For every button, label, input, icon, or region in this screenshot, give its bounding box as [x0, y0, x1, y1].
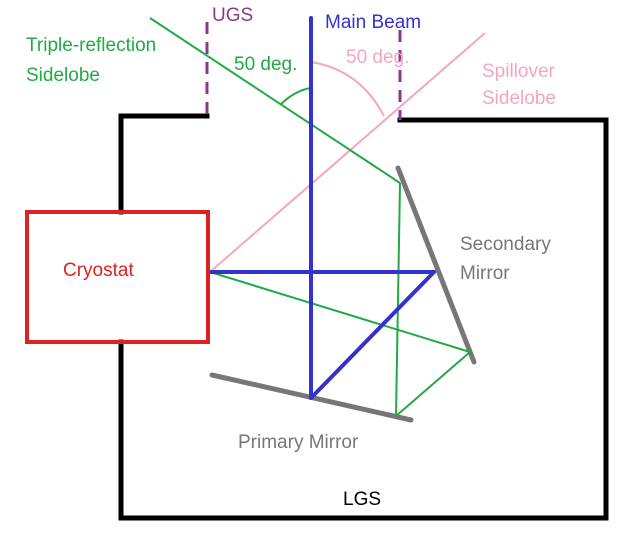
- spillover-sidelobe: [209, 32, 486, 273]
- cryostat-label: Cryostat: [63, 260, 134, 281]
- spillover-angle-arc: [310, 61, 385, 117]
- ugs-label: UGS: [212, 5, 253, 26]
- triple-ray-to-cryostat: [209, 271, 471, 353]
- spillover-label-line2: Sidelobe: [482, 88, 556, 109]
- main-beam-label: Main Beam: [325, 12, 421, 33]
- triple-reflection-sidelobe: [149, 17, 471, 417]
- cryostat-box: [25, 210, 210, 344]
- shield-left-upper: [118, 113, 210, 215]
- main-beam-diagonal: [309, 270, 436, 400]
- angle-left-label: 50 deg.: [234, 54, 297, 75]
- main-beam: [208, 16, 436, 400]
- shield-left-lower-bottom-right: [118, 117, 609, 521]
- triple-ray-outgoing: [149, 17, 401, 184]
- triple-ray-down: [395, 182, 401, 417]
- ugs-markers: [205, 22, 402, 120]
- spillover-ray: [209, 32, 486, 273]
- lgs-label: LGS: [343, 489, 381, 510]
- triple-ray-to-secondary: [395, 351, 471, 417]
- secondary-mirror-label-line1: Secondary: [460, 234, 551, 255]
- lower-ground-shield: [118, 113, 609, 521]
- angle-right-label: 50 deg.: [346, 47, 409, 68]
- primary-mirror-label: Primary Mirror: [238, 432, 359, 453]
- secondary-mirror-line: [395, 165, 477, 365]
- spillover-label-line1: Spillover: [482, 61, 556, 82]
- triple-reflection-label-line1: Triple-reflection: [26, 35, 156, 56]
- secondary-mirror-label-line2: Mirror: [460, 263, 510, 284]
- triple-angle-arc: [280, 87, 312, 105]
- triple-reflection-label-line2: Sidelobe: [26, 65, 100, 86]
